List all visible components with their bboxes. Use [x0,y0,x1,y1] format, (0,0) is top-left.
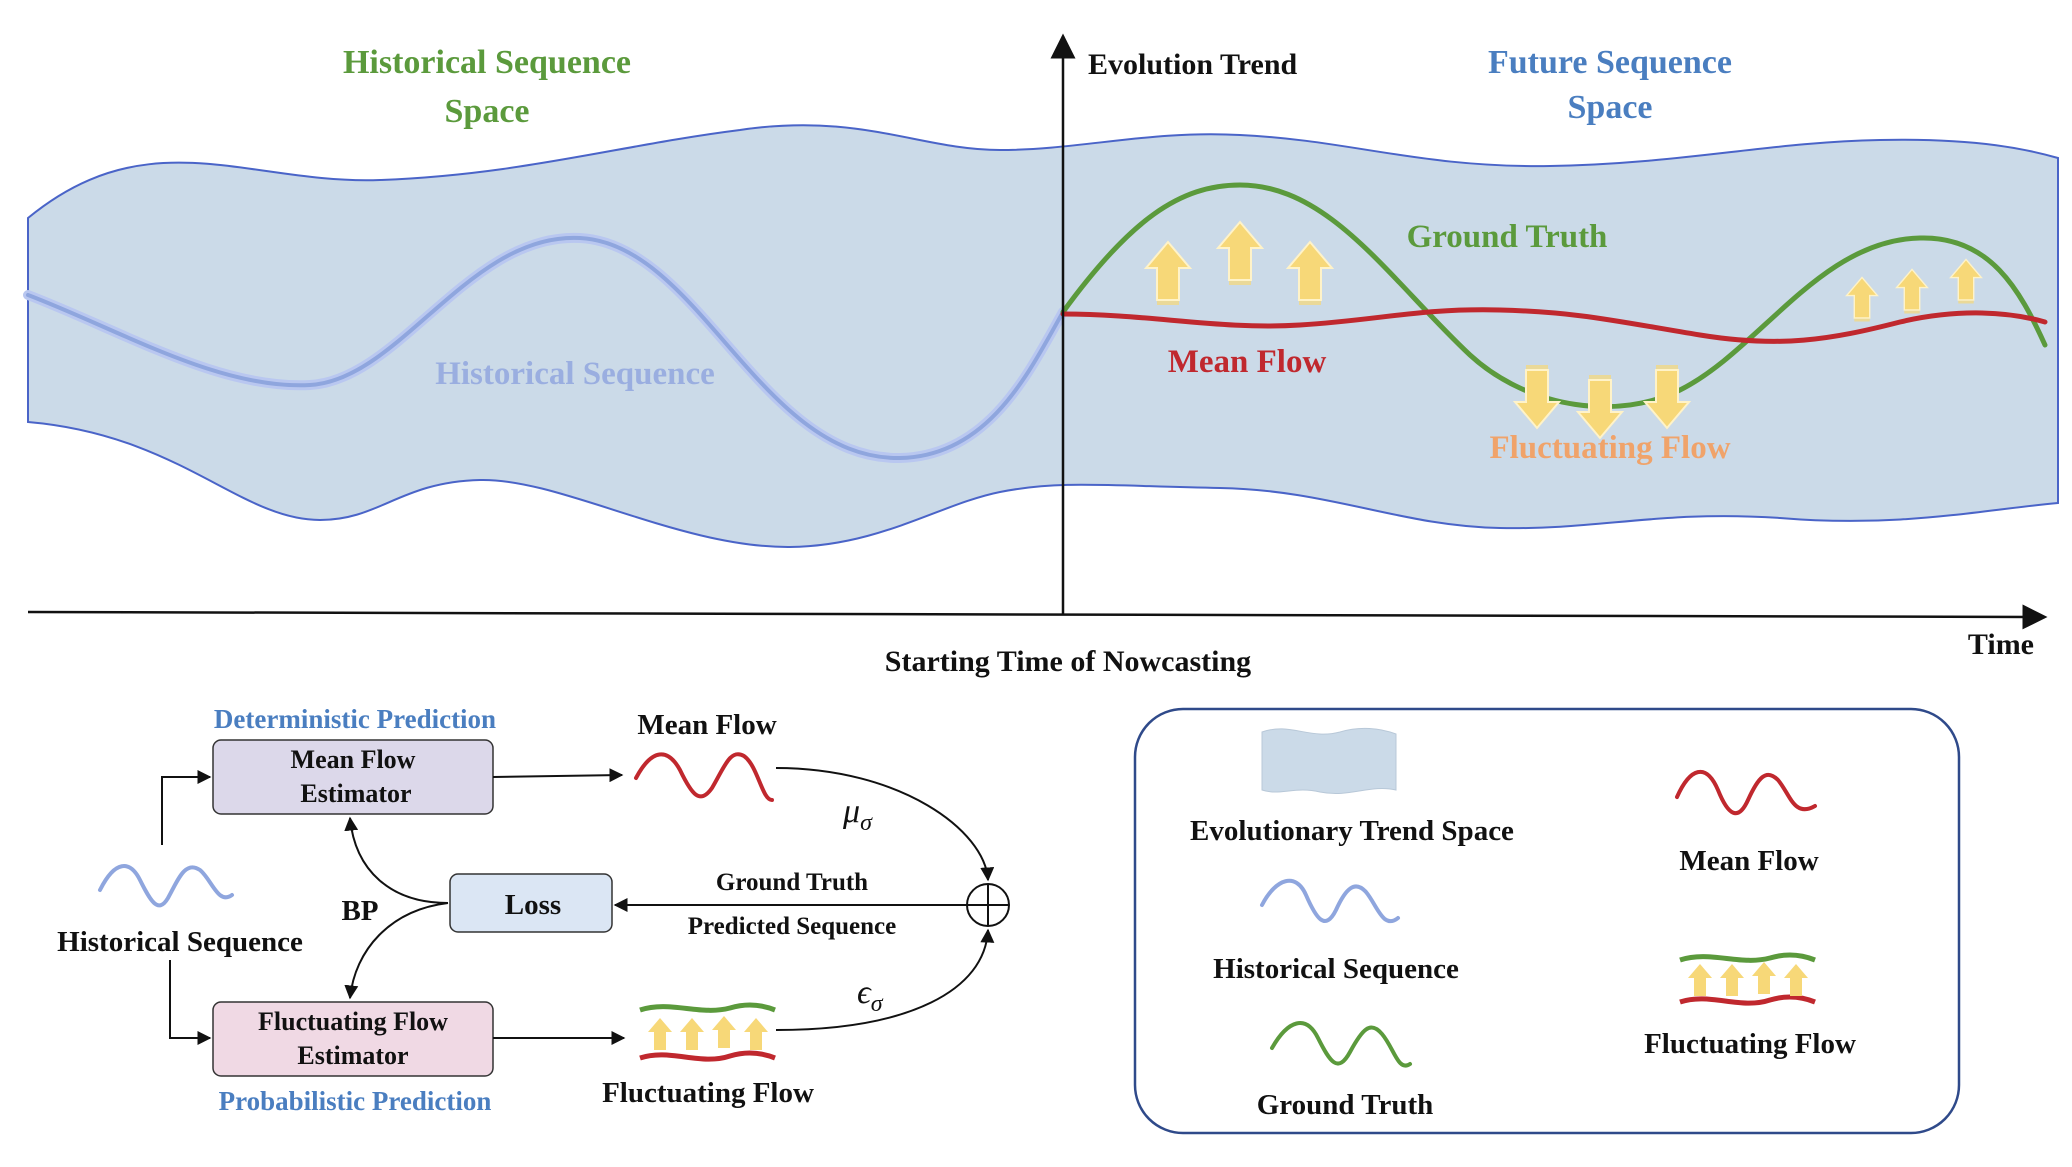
mean-flow-curve [1060,307,2048,344]
fluct-estimator-line1: Fluctuating Flow [258,1007,448,1036]
legend-ground-truth-icon [1270,1021,1412,1068]
ground-truth-edge-label: Ground Truth [716,869,868,896]
predicted-sequence-edge-label: Predicted Sequence [688,913,897,940]
historical-sequence-label: Historical Sequence [435,356,715,392]
input-to-mean-arrow [161,770,212,845]
mean-estimator-line2: Estimator [300,779,411,808]
mean-output-arrow [492,768,624,783]
fluctuating-flow-label: Fluctuating Flow [1489,430,1730,466]
bp-to-mean-arrow [344,816,449,904]
historical-space-title-line2: Space [445,93,530,130]
start-time-label: Starting Time of Nowcasting [885,645,1251,678]
mu-curve-arrow [775,767,995,882]
loss-label: Loss [505,889,561,921]
legend-mean-flow-label: Mean Flow [1679,845,1818,877]
legend-ground-truth-label: Ground Truth [1257,1089,1434,1121]
legend-fluctuating-label: Fluctuating Flow [1644,1028,1856,1060]
legend-panel: Evolutionary Trend Space Mean Flow Histo… [1133,707,1961,1135]
bp-to-fluct-arrow [344,902,449,1000]
loss-box: Loss [449,873,613,933]
input-to-fluct-arrow [169,960,212,1045]
mean-estimator-line1: Mean Flow [291,745,416,774]
time-axis [27,604,2048,630]
bp-label: BP [341,895,378,927]
legend-fluctuating-icon [1679,952,1816,1006]
fluctuating-flow-estimator-box: Fluctuating Flow Estimator [212,1001,494,1077]
eps-curve-arrow [775,928,995,1031]
up-arrow-icon [648,1018,672,1050]
mu-sigma-label: μσ [842,793,873,836]
up-arrow-icon [680,1018,704,1050]
up-arrow-icon [744,1018,768,1050]
fluct-flow-output-label: Fluctuating Flow [602,1077,814,1109]
legend-historical-label: Historical Sequence [1213,953,1459,985]
trend-space-band [27,124,2059,549]
mean-flow-label: Mean Flow [1168,344,1327,380]
future-space-title: Future Sequence [1488,44,1732,81]
time-axis-label: Time [1968,628,2034,661]
legend-trend-space-label: Evolutionary Trend Space [1190,815,1514,847]
mean-flow-output-label: Mean Flow [637,709,776,741]
input-wave-icon [98,864,234,908]
historical-space-title: Historical Sequence [343,44,631,81]
legend-historical-icon [1260,878,1400,923]
legend-mean-flow-icon [1675,769,1817,816]
up-arrow-icon [712,1016,736,1048]
mean-flow-estimator-box: Mean Flow Estimator [212,739,494,815]
future-space-title-line2: Space [1568,89,1653,126]
trend-space-swatch-icon [1261,727,1397,795]
evolution-trend-label: Evolution Trend [1088,48,1298,81]
eps-sigma-label: ϵσ [857,974,884,1017]
deterministic-prediction-label: Deterministic Prediction [214,704,496,734]
ground-truth-label: Ground Truth [1407,219,1608,255]
fluctuating-flow-output-icon [639,1002,776,1062]
mean-flow-output-wave-icon [634,752,774,802]
fluct-estimator-line2: Estimator [297,1041,408,1070]
probabilistic-prediction-label: Probabilistic Prediction [219,1086,492,1116]
oplus-combine-icon [966,883,1010,927]
input-historical-label: Historical Sequence [57,926,303,958]
historical-sequence-curve-core [26,235,1065,461]
ground-truth-curve [1060,182,2048,410]
